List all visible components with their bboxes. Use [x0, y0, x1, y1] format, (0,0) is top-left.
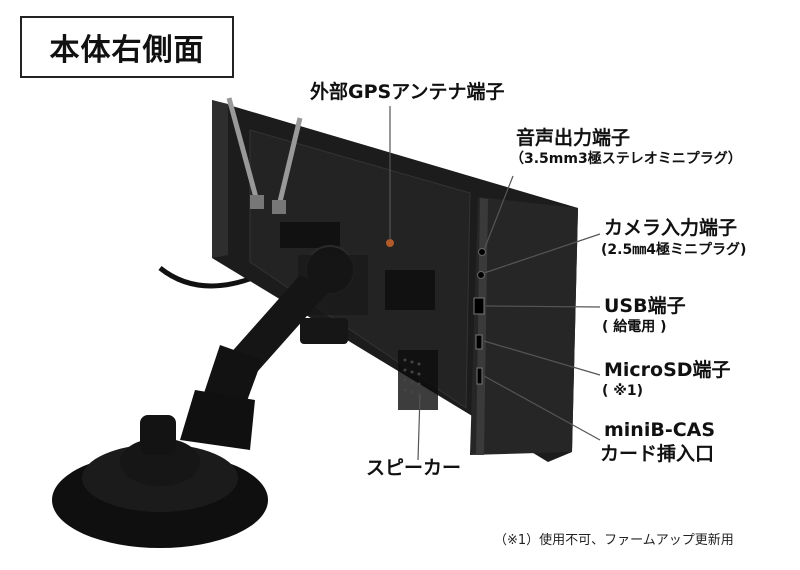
gps-port	[386, 239, 394, 247]
label-audio-output-port: 音声出力端子	[516, 127, 631, 149]
page-title: 本体右側面	[20, 16, 234, 78]
label-camera-input-port: カメラ入力端子	[604, 217, 738, 239]
camera-port	[477, 271, 485, 279]
antenna-right	[275, 117, 303, 211]
label-minib-cas-line1: miniB-CAS	[604, 419, 716, 441]
usb-port	[473, 297, 485, 315]
label-usb-spec: ( 給電用 )	[602, 319, 667, 335]
antenna-left	[226, 97, 261, 206]
label-speaker: スピーカー	[366, 457, 462, 479]
label-usb-port: USB端子	[604, 295, 686, 317]
label-microsd-port: MicroSD端子	[604, 359, 731, 381]
label-gps-antenna-port: 外部GPSアンテナ端子	[310, 81, 505, 103]
label-camera-input-spec: (2.5㎜4極ミニプラグ)	[601, 242, 747, 258]
mount-arm-upper	[220, 275, 330, 380]
monitor-right-side	[470, 197, 578, 455]
label-microsd-note: ( ※1)	[602, 383, 644, 399]
minib-cas-slot	[476, 367, 483, 385]
microsd-slot	[475, 334, 483, 350]
footnote: （※1）使用不可、ファームアップ更新用	[494, 533, 734, 548]
audio-port	[478, 248, 486, 256]
label-minib-cas-line2: カード挿入口	[600, 443, 715, 465]
mount-arm-lower	[180, 390, 255, 450]
leader-lines	[389, 106, 601, 461]
label-audio-output-spec: （3.5mm3極ステレオミニプラグ）	[510, 151, 742, 167]
